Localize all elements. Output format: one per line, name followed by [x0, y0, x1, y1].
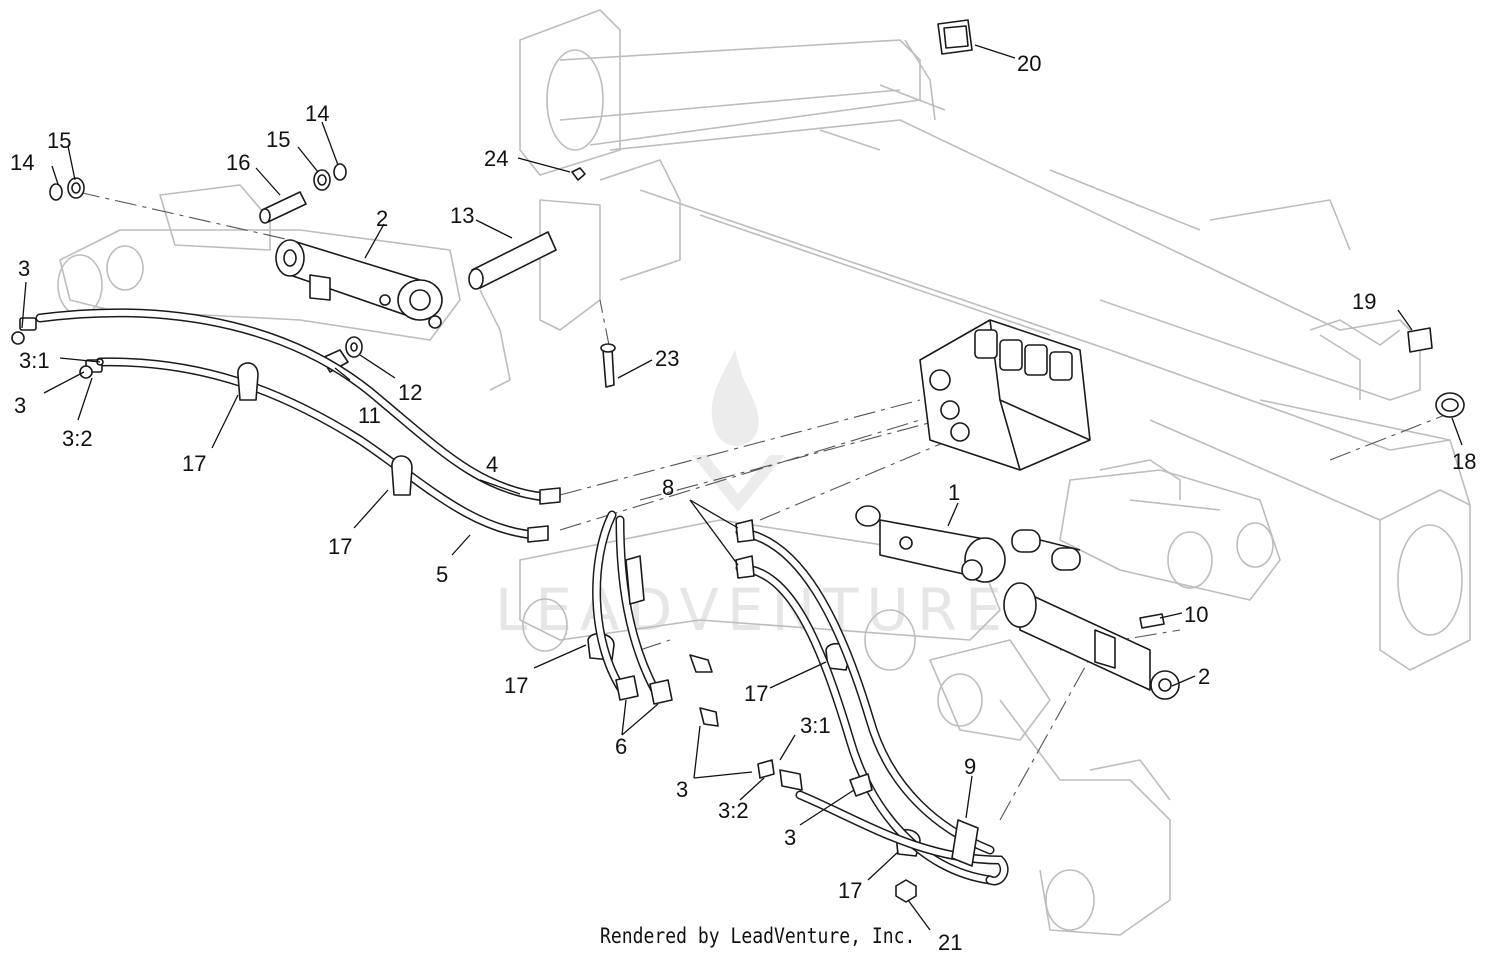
callout-21: 21	[938, 930, 962, 955]
callout-19: 19	[1352, 289, 1376, 314]
callout-2-right: 2	[1198, 664, 1210, 689]
flame-logo-icon	[711, 350, 759, 447]
callout-4: 4	[486, 452, 498, 477]
watermark-text: LEADVENTURE	[495, 576, 1010, 644]
callout-11: 11	[358, 403, 381, 428]
callout-20: 20	[1017, 51, 1041, 76]
callout-9: 9	[964, 754, 976, 779]
callout-3-left: 3	[14, 393, 26, 418]
bolt-23	[600, 343, 616, 388]
callout-3-2-right: 3:2	[718, 798, 749, 823]
control-valve	[919, 319, 1091, 471]
lift-cylinder-left	[275, 239, 443, 329]
fittings-left	[11, 331, 104, 379]
callout-16: 16	[226, 150, 250, 175]
nut-21	[895, 879, 917, 903]
watermark: LEADVENTURE	[495, 350, 1010, 644]
assembly-reference-lines	[77, 191, 1446, 821]
callout-24: 24	[484, 146, 508, 171]
callout-18: 18	[1452, 449, 1476, 474]
pivot-tube	[468, 231, 557, 290]
nut-24	[571, 167, 586, 181]
callout-3-2-left: 3:2	[62, 426, 93, 451]
callout-14-left: 14	[10, 150, 34, 175]
callout-2-left: 2	[376, 206, 388, 231]
hoses-8-9	[735, 519, 1009, 886]
callout-3-right: 3	[784, 825, 796, 850]
hoses-6	[592, 510, 719, 727]
callout-15-right: 15	[266, 127, 290, 152]
callout-3-1-left: 3:1	[19, 348, 50, 373]
callout-17-e: 17	[838, 878, 862, 903]
callout-3-mid: 3	[676, 777, 688, 802]
hoses-4-5	[19, 308, 561, 543]
callout-3-top-left: 3	[18, 256, 30, 281]
callout-14-right: 14	[305, 101, 329, 126]
callout-6: 6	[615, 734, 627, 759]
pivot-pin	[259, 191, 307, 224]
callout-labels: 14 15 14 15 16 2 13 24 20 3 3:1 3 3:2 11…	[10, 51, 1476, 955]
callout-12: 12	[398, 380, 422, 405]
bolt-10	[1139, 613, 1165, 629]
leader-lines	[21, 44, 1463, 931]
callout-17-d: 17	[744, 681, 768, 706]
callout-15-left: 15	[47, 128, 71, 153]
callout-3-1-right: 3:1	[800, 713, 831, 738]
lift-cylinder-right	[855, 505, 1180, 700]
callout-8: 8	[662, 475, 674, 500]
v-logo-icon	[692, 455, 785, 512]
callout-5: 5	[436, 562, 448, 587]
render-credit: Rendered by LeadVenture, Inc.	[600, 924, 916, 948]
chassis-frame	[57, 9, 1471, 936]
callout-10: 10	[1184, 602, 1208, 627]
callout-17-c: 17	[504, 673, 528, 698]
end-caps	[937, 19, 1465, 418]
callout-17-a: 17	[182, 451, 206, 476]
washers-left	[49, 163, 347, 201]
callout-13: 13	[450, 203, 474, 228]
callout-23: 23	[655, 346, 679, 371]
callout-1: 1	[948, 480, 960, 505]
callout-17-b: 17	[328, 534, 352, 559]
